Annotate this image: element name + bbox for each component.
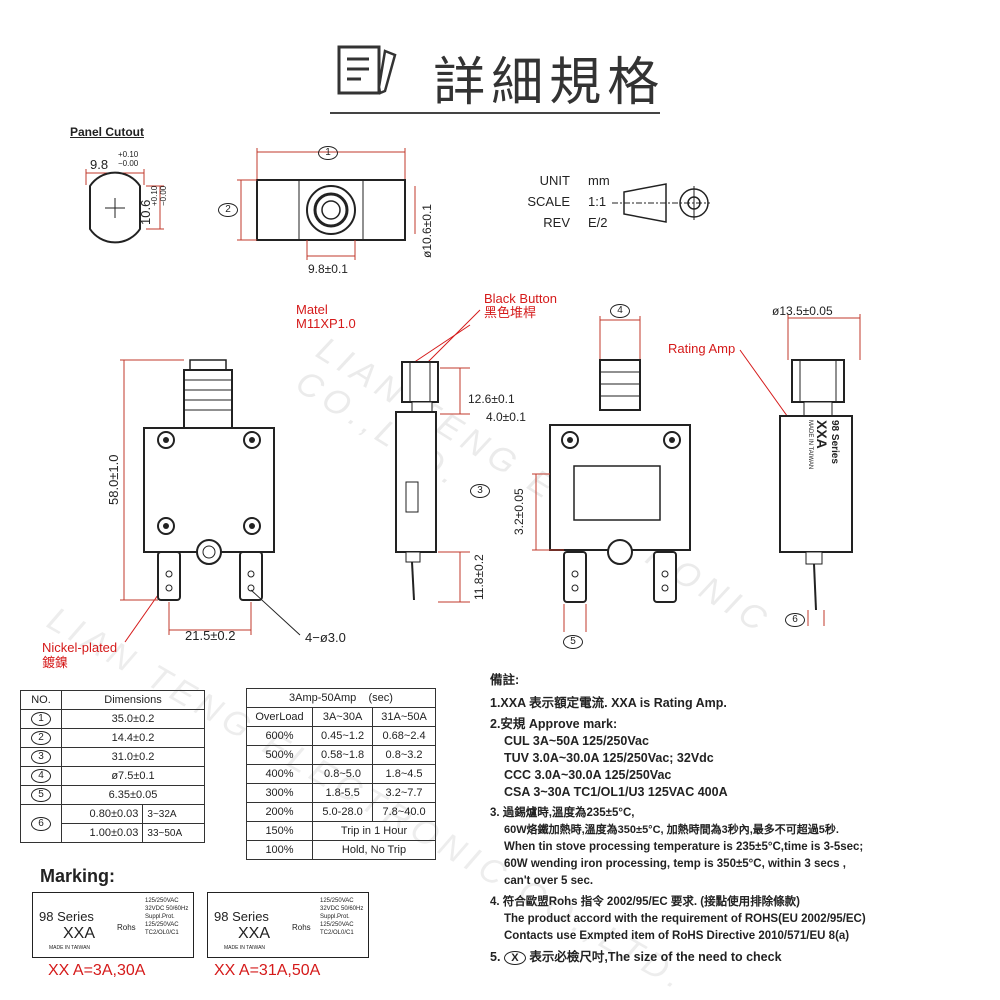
- page-title: 詳細規格: [0, 40, 1000, 115]
- right-view-label: 98 Series XXA MADE IN TAIWAN: [807, 420, 840, 470]
- notes-block: 備註: 1.XXA 表示額定電流. XXA is Rating Amp. 2.安…: [490, 672, 990, 966]
- document-pencil-icon: [335, 41, 405, 114]
- dim-marker-2: 2: [218, 203, 238, 217]
- cutout-width-dim: 9.8: [90, 157, 109, 172]
- cutout-height-tol: +0.10−0.00: [150, 185, 168, 206]
- top-view-drawing: [237, 148, 416, 260]
- main-drawings: [120, 309, 861, 643]
- front-view: [120, 359, 301, 636]
- back-dim-1: 3.2±0.05: [512, 488, 526, 535]
- marking-caption-1: XX A=3A,30A: [48, 962, 146, 979]
- right-view: [779, 314, 861, 626]
- side-dim-3: 11.8±0.2: [472, 554, 486, 600]
- back-view: [532, 316, 691, 632]
- pin-spacing-dim: 21.5±0.2: [185, 628, 236, 643]
- marking-caption-2: XX A=31A,50A: [214, 962, 321, 979]
- dim-marker-6: 6: [785, 613, 805, 627]
- top-view-dia: ø10.6±0.1: [420, 204, 434, 258]
- dim-marker-3: 3: [470, 484, 490, 498]
- marking-box-2: 98 Series XXA MADE IN TAIWAN Rohs 125/25…: [207, 892, 369, 958]
- table-row: 100%Hold, No Trip: [245, 840, 436, 860]
- title-underline: [330, 112, 660, 114]
- side-view: [395, 361, 470, 603]
- dim-marker-5: 5: [563, 635, 583, 649]
- marking-box-1: 98 Series XXA MADE IN TAIWAN Rohs 125/25…: [32, 892, 194, 958]
- top-view-width: 9.8±0.1: [308, 262, 348, 276]
- panel-cutout-drawing: [85, 169, 164, 244]
- dim-marker-1: 1: [318, 146, 338, 160]
- dim-marker-4: 4: [610, 304, 630, 318]
- note-5: 5. X 表示必檢尺吋,The size of the need to chec…: [490, 950, 782, 965]
- rating-amp-note: Rating Amp: [668, 341, 736, 356]
- panel-cutout-label: Panel Cutout: [70, 125, 144, 139]
- side-dim-1: 12.6±0.1: [468, 392, 515, 406]
- projection-symbol: [612, 183, 710, 223]
- table-row: 150%Trip in 1 Hour: [245, 821, 436, 841]
- holes-dim: 4−ø3.0: [305, 630, 346, 645]
- marking-label: Marking:: [40, 866, 116, 886]
- front-height-dim: 58.0±1.0: [106, 454, 121, 505]
- right-dia-dim: ø13.5±0.05: [772, 304, 833, 318]
- side-dim-2: 4.0±0.1: [486, 410, 526, 424]
- cutout-width-tol: +0.10−0.00: [118, 150, 139, 168]
